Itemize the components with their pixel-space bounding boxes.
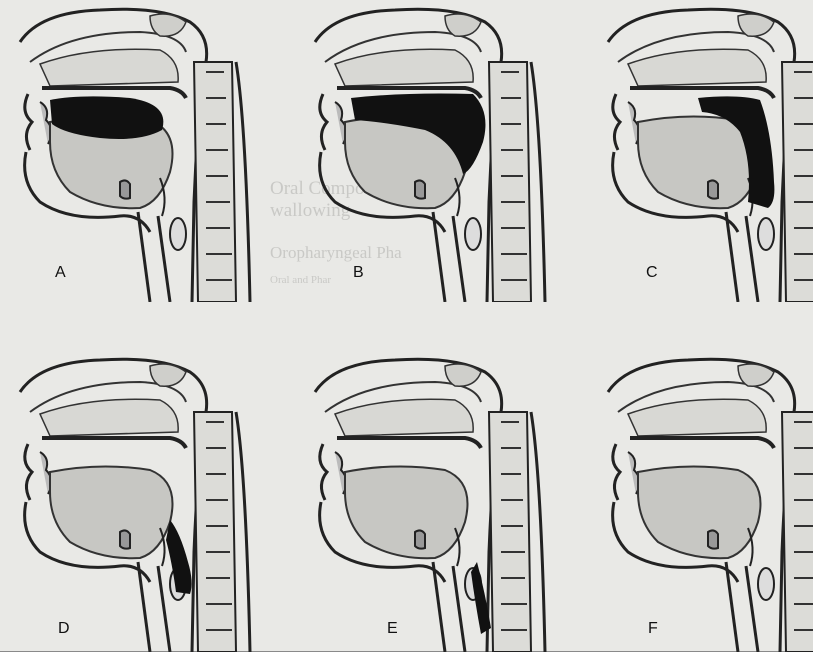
panel-label-e: E [387,620,398,638]
panel-label-c: C [646,264,658,282]
panel-label-a: A [55,264,66,282]
panel-label-f: F [648,620,658,638]
panel-label-d: D [58,620,70,638]
panel-c: C [598,2,813,302]
panel-label-b: B [353,264,364,282]
panel-e: E [305,352,567,652]
panel-d: D [10,352,272,652]
panel-b: B [305,2,567,302]
panel-f: F [598,352,813,652]
panel-a: A [10,2,272,302]
